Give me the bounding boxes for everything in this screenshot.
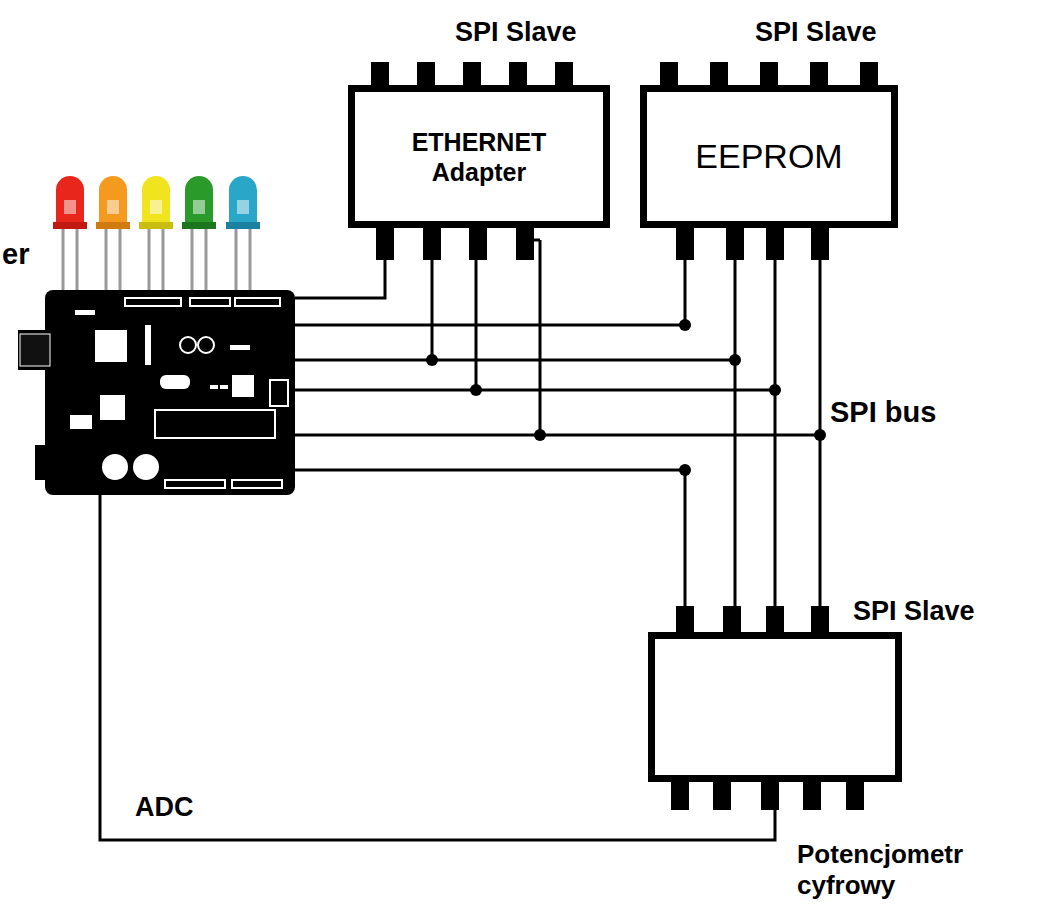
chip-box: SPI SlaveEEPROM bbox=[640, 85, 898, 228]
chip-box: SPI SlavePotencjometr cyfrowy bbox=[648, 632, 902, 782]
chip-name: ETHERNET Adapter bbox=[374, 127, 584, 187]
signal-label: ADC bbox=[135, 792, 194, 823]
led-row bbox=[53, 176, 260, 292]
chip-caption: Potencjometr cyfrowy bbox=[797, 839, 1012, 901]
bus-label: SPI bus bbox=[830, 396, 936, 429]
chip-box: SPI SlaveETHERNET Adapter bbox=[348, 85, 610, 228]
slave-heading: SPI Slave bbox=[455, 16, 577, 48]
junction-dots bbox=[426, 319, 826, 476]
chip-name: EEPROM bbox=[695, 136, 842, 177]
arduino-board bbox=[18, 290, 295, 495]
slave-heading: SPI Slave bbox=[755, 16, 877, 48]
slave-heading: SPI Slave bbox=[853, 595, 975, 627]
cropped-label: er bbox=[2, 238, 29, 271]
